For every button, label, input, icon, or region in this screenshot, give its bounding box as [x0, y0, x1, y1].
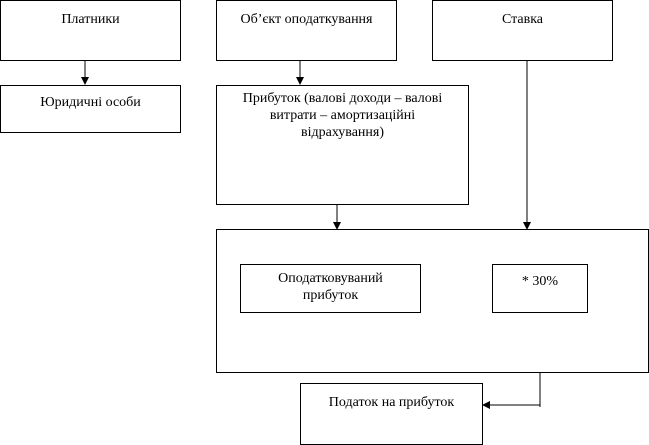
- taxable-profit-box: Оподатковуваний прибуток: [240, 264, 421, 313]
- legal-entities-label: Юридичні особи: [40, 95, 141, 110]
- tax-object-box: Об’єкт оподаткування: [216, 0, 397, 61]
- tax-object-label: Об’єкт оподаткування: [240, 12, 373, 27]
- income-tax-box: Податок на прибуток: [300, 383, 483, 445]
- rate-value-label: * 30%: [521, 274, 559, 289]
- rate-label: Ставка: [501, 12, 544, 27]
- payers-label: Платники: [61, 12, 120, 27]
- payers-box: Платники: [0, 0, 181, 61]
- rate-box: Ставка: [432, 0, 613, 61]
- profit-definition-box: Прибуток (валові доходи – валові витрати…: [216, 85, 469, 205]
- rate-value-box: * 30%: [492, 264, 588, 313]
- profit-definition-label: Прибуток (валові доходи – валові витрати…: [242, 91, 443, 140]
- income-tax-label: Податок на прибуток: [328, 395, 455, 410]
- taxable-profit-label: Оподатковуваний прибуток: [278, 271, 383, 303]
- legal-entities-box: Юридичні особи: [0, 85, 181, 133]
